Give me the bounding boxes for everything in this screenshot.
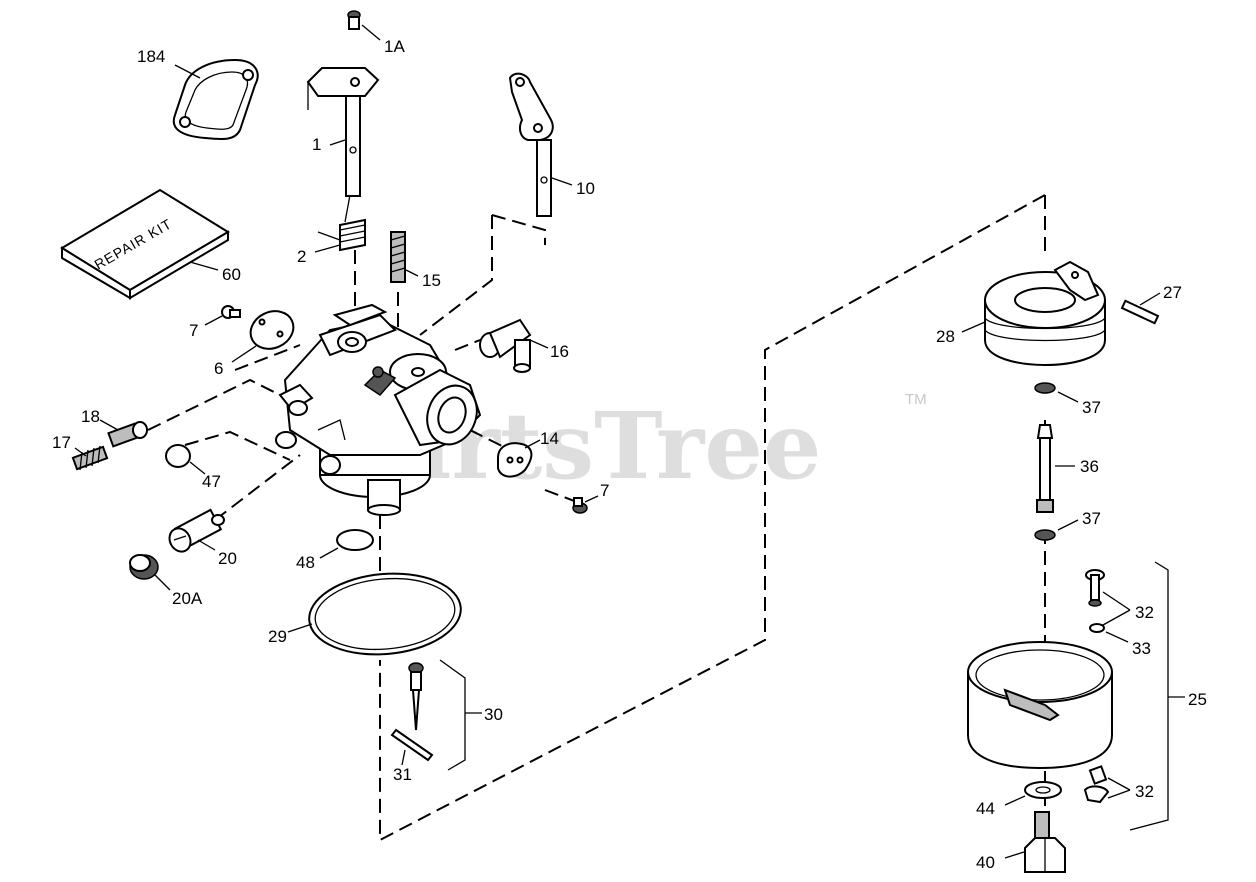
nut-40-icon xyxy=(1004,811,1066,873)
plug-48-icon xyxy=(319,529,374,559)
label-18: 18 xyxy=(81,407,100,426)
repair-kit-60-icon: REPAIR KIT xyxy=(60,188,230,300)
washer-33-icon xyxy=(1089,623,1129,643)
needle-18-icon xyxy=(99,419,148,448)
bolt-32-upper-icon xyxy=(1085,569,1131,626)
fitting-16-icon xyxy=(479,318,549,373)
label-37-lower: 37 xyxy=(1082,509,1101,528)
plug-47-icon xyxy=(165,444,206,475)
needle-valve-30-icon xyxy=(408,659,482,771)
bolt-32-lower-icon xyxy=(1083,765,1131,804)
clip-31-icon xyxy=(390,728,434,766)
float-pin-36-icon xyxy=(1036,424,1075,513)
label-37-upper: 37 xyxy=(1082,398,1101,417)
label-10: 10 xyxy=(576,179,595,198)
assembly-dashed-lines xyxy=(147,194,1046,842)
screw-7-upper-icon xyxy=(204,305,241,326)
label-47: 47 xyxy=(202,472,221,491)
label-30: 30 xyxy=(484,705,503,724)
throttle-shaft-1-icon xyxy=(306,67,380,197)
washer-37-upper-icon xyxy=(1034,382,1079,403)
watermark-tm: TM xyxy=(905,391,927,408)
label-1a: 1A xyxy=(384,37,405,56)
float-28-icon xyxy=(961,260,1106,367)
label-20a: 20A xyxy=(172,589,203,608)
label-44: 44 xyxy=(976,799,995,818)
label-48: 48 xyxy=(296,553,315,572)
label-184: 184 xyxy=(137,47,165,66)
label-20: 20 xyxy=(218,549,237,568)
label-27: 27 xyxy=(1163,283,1182,302)
label-7-lower: 7 xyxy=(600,481,609,500)
spring-2-icon xyxy=(314,194,366,253)
label-7-upper: 7 xyxy=(189,321,198,340)
label-60: 60 xyxy=(222,265,241,284)
gasket-ring-29-icon xyxy=(287,572,462,656)
screw-7-lower-icon xyxy=(572,495,599,514)
spring-15-icon xyxy=(390,231,419,283)
label-15: 15 xyxy=(422,271,441,290)
label-31: 31 xyxy=(393,765,412,784)
label-29: 29 xyxy=(268,627,287,646)
cap-20a-icon xyxy=(129,554,171,591)
label-36: 36 xyxy=(1080,457,1099,476)
screw-1a-icon xyxy=(347,10,381,41)
label-32-upper: 32 xyxy=(1135,603,1154,622)
label-2: 2 xyxy=(297,247,306,266)
label-28: 28 xyxy=(936,327,955,346)
float-bowl-25-icon xyxy=(967,561,1185,831)
label-17: 17 xyxy=(52,433,71,452)
label-16: 16 xyxy=(550,342,569,361)
spring-17-icon xyxy=(71,445,109,471)
label-14: 14 xyxy=(540,429,559,448)
throttle-plate-6-icon xyxy=(231,310,295,363)
label-25: 25 xyxy=(1188,690,1207,709)
label-40: 40 xyxy=(976,853,995,872)
choke-plate-14-icon xyxy=(497,439,541,478)
label-6: 6 xyxy=(214,359,223,378)
idle-screw-20-icon xyxy=(168,508,225,553)
label-32-lower: 32 xyxy=(1135,782,1154,801)
choke-shaft-10-icon xyxy=(508,72,573,217)
carburetor-body-icon xyxy=(275,303,482,516)
washer-37-lower-icon xyxy=(1034,519,1079,541)
gasket-184-icon xyxy=(172,58,259,140)
label-33: 33 xyxy=(1132,639,1151,658)
gasket-44-icon xyxy=(1004,781,1062,806)
pin-27-icon xyxy=(1120,292,1161,325)
label-1: 1 xyxy=(312,135,321,154)
